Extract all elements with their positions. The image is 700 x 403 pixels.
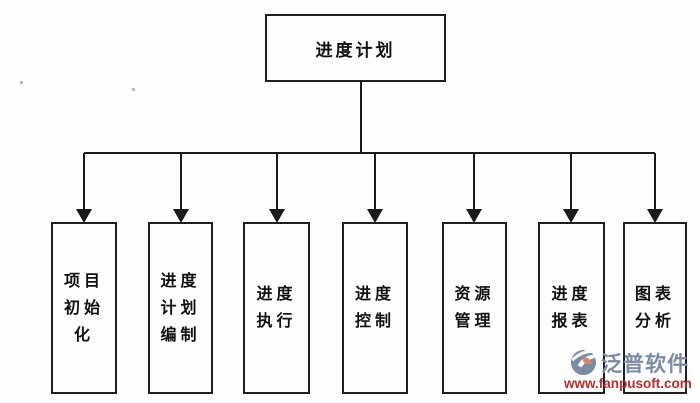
node-resource-management: 资源 管理 [442, 222, 507, 394]
node-schedule-control-label: 进度 控制 [354, 286, 395, 330]
branch-arrow-3 [269, 153, 285, 223]
branch-arrow-5 [466, 153, 482, 223]
root-stem-line [84, 82, 655, 154]
node-project-initialization: 项目 初始 化 [51, 222, 117, 394]
branch-arrow-6 [563, 153, 579, 223]
node-chart-analysis-label: 图表 分析 [634, 286, 675, 330]
branch-arrow-2 [173, 153, 189, 223]
fanpu-logo-icon [570, 349, 597, 376]
watermark: 泛普软件 www.fanpusoft.com [562, 346, 700, 398]
node-schedule-control: 进度 控制 [342, 222, 408, 394]
scan-speck [132, 88, 135, 91]
watermark-url-text: www.fanpusoft.com [564, 376, 692, 391]
branch-arrow-7 [647, 153, 663, 223]
branch-arrow-1 [76, 153, 92, 223]
branch-arrow-4 [367, 153, 383, 223]
watermark-brand-text: 泛普软件 [601, 353, 689, 376]
node-plan-compilation-label: 进度 计划 编制 [160, 272, 201, 344]
node-resource-management-label: 资源 管理 [454, 286, 495, 330]
node-schedule-execution: 进度 执行 [243, 222, 310, 394]
node-schedule-plan: 进度计划 [265, 14, 446, 82]
node-schedule-execution-label: 进度 执行 [256, 286, 297, 330]
node-plan-compilation: 进度 计划 编制 [148, 222, 213, 394]
node-schedule-report-label: 进度 报表 [551, 286, 592, 330]
node-project-initialization-label: 项目 初始 化 [63, 272, 104, 344]
node-chart-analysis: 图表 分析 [623, 222, 687, 394]
scan-speck [20, 81, 23, 84]
node-schedule-plan-label: 进度计划 [315, 40, 396, 60]
